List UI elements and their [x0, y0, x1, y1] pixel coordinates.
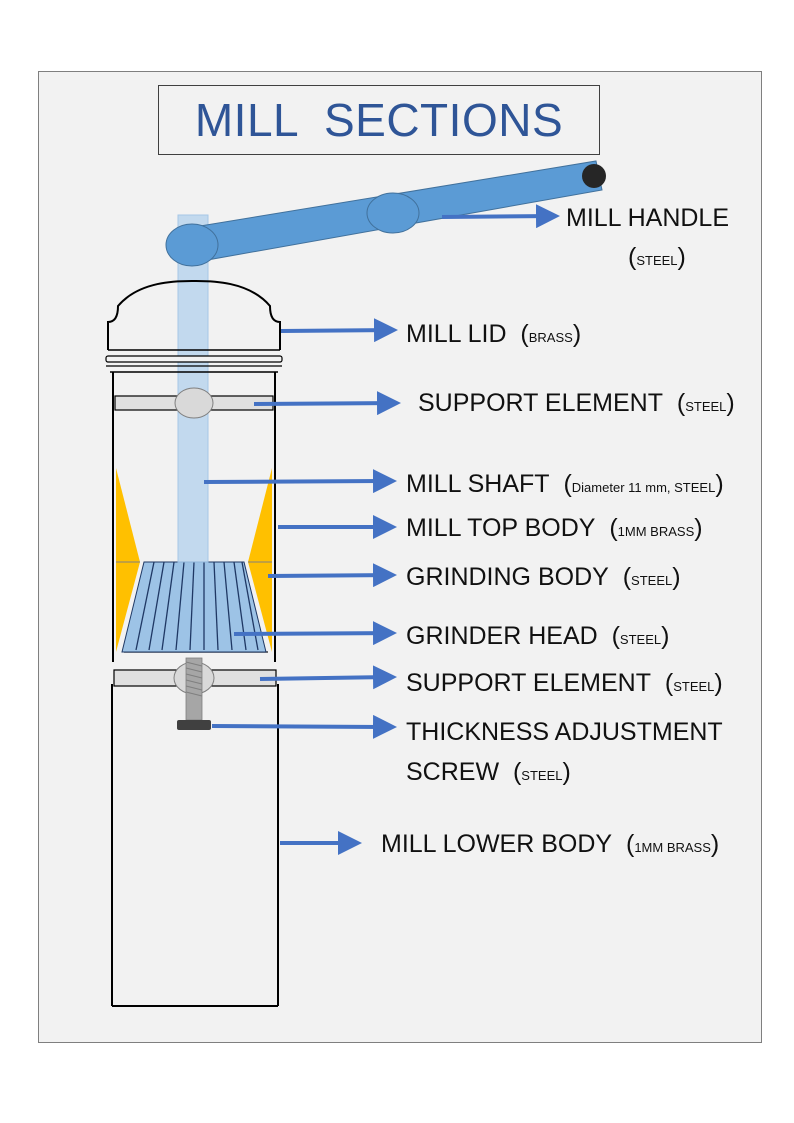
label-mill-handle-part: MILL HANDLE [566, 204, 730, 232]
label-thickness-adjustment-screw-part: THICKNESS ADJUSTMENT [406, 718, 723, 746]
label-support-element-top-part: SUPPORT ELEMENT [418, 389, 663, 417]
grinder-head-shape [121, 561, 267, 653]
grinding-body-shape [116, 468, 272, 653]
arrow-mill-handle [441, 204, 560, 229]
label-grinding-body-part: GRINDING BODY [406, 563, 609, 591]
page-title: MILL SECTIONS [194, 94, 564, 146]
label-thickness-adjustment-screw-mat: STEEL [521, 768, 563, 783]
label-mill-handle: MILL HANDLE [566, 203, 729, 233]
support-element-top-shape [114, 387, 274, 419]
label-mill-top-body-mat: 1MM BRASS [617, 524, 695, 539]
label-mill-lid-part: MILL LID [406, 320, 507, 348]
label-support-element-top-mat: STEEL [685, 399, 727, 414]
label-thickness-adjustment-screw-line2: SCREW (STEEL) [406, 758, 571, 786]
label-grinder-head: GRINDER HEAD (STEEL) [406, 622, 670, 650]
mill-handle-shape [165, 160, 606, 267]
callout-arrows [203, 204, 560, 855]
label-support-element-bottom: SUPPORT ELEMENT (STEEL) [406, 669, 723, 697]
arrow-grinding-body [267, 563, 397, 588]
arrow-mill-lid [280, 318, 398, 343]
label-mill-shaft: MILL SHAFT (Diameter 11 mm, STEEL) [406, 470, 724, 498]
thickness-adjustment-screw-shape [177, 657, 211, 730]
label-mill-lower-body-part: MILL LOWER BODY [381, 830, 613, 858]
label-thickness-adjustment-screw: THICKNESS ADJUSTMENT [406, 717, 723, 747]
label-mill-lid: MILL LID (BRASS) [406, 320, 582, 348]
arrow-thickness-adjustment-screw [211, 714, 397, 739]
label-thickness-adjustment-screw-part2: SCREW [406, 758, 500, 786]
mill-top-body-shape [112, 372, 276, 662]
title-box: MILL SECTIONS [158, 85, 600, 155]
diagram-frame [38, 71, 762, 1043]
label-mill-handle-material: (STEEL) [628, 243, 686, 271]
label-grinder-head-part: GRINDER HEAD [406, 622, 598, 650]
label-mill-lower-body-mat: 1MM BRASS [634, 840, 711, 855]
label-mill-lower-body: MILL LOWER BODY (1MM BRASS) [381, 830, 720, 858]
label-mill-shaft-mat: Diameter 11 mm, STEEL [571, 480, 716, 495]
label-mill-handle-mat: STEEL [636, 253, 678, 268]
label-mill-top-body-part: MILL TOP BODY [406, 514, 596, 542]
label-grinding-body: GRINDING BODY (STEEL) [406, 563, 681, 591]
label-grinding-body-mat: STEEL [631, 573, 673, 588]
label-mill-top-body: MILL TOP BODY (1MM BRASS) [406, 514, 703, 542]
mill-lid-shape [105, 279, 283, 373]
label-grinder-head-mat: STEEL [619, 632, 662, 647]
label-mill-lid-mat: BRASS [528, 330, 573, 345]
mill-lower-body-shape [111, 684, 279, 1007]
arrow-mill-shaft [203, 469, 397, 494]
label-support-element-top: SUPPORT ELEMENT (STEEL) [418, 389, 735, 417]
label-support-element-bottom-mat: STEEL [673, 679, 715, 694]
arrow-support-element-bottom [259, 665, 397, 690]
arrow-grinder-head [233, 621, 397, 646]
arrow-support-element-top [253, 391, 401, 416]
label-support-element-bottom-part: SUPPORT ELEMENT [406, 669, 651, 697]
label-mill-shaft-part: MILL SHAFT [406, 470, 550, 498]
